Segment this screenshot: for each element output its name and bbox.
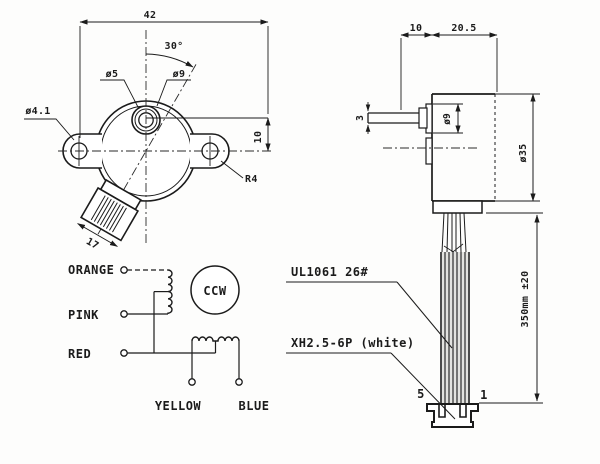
rotation-label: CCW xyxy=(203,284,226,298)
wire-label-orange: ORANGE xyxy=(68,263,114,277)
schematic-wires xyxy=(127,269,240,379)
dim-group-offset: 10 xyxy=(253,117,271,152)
coil-b xyxy=(191,336,240,342)
wire-label-pink: PINK xyxy=(68,308,99,322)
rotation-circle xyxy=(190,265,240,315)
dim-group-boss-dia: ø9 xyxy=(433,103,463,134)
svg-text:XH2.5-6P (white): XH2.5-6P (white) xyxy=(291,336,415,350)
motor-body-side xyxy=(383,93,540,214)
ribbon-hatch xyxy=(90,195,127,233)
dim-angle: 30° xyxy=(165,41,184,52)
shaft-collar xyxy=(418,107,428,129)
label-boss-dia: ø9 xyxy=(156,69,191,107)
wire-bundle xyxy=(440,252,470,408)
svg-text:ø5: ø5 xyxy=(106,69,119,80)
coil-a xyxy=(167,269,173,314)
xh-connector xyxy=(426,403,479,428)
label-ear-radius: R4 xyxy=(220,160,258,185)
side-view: 10 20.5 3 xyxy=(355,23,540,214)
boss-ring-circle xyxy=(134,108,158,132)
terminal-yellow xyxy=(188,378,196,386)
dim-group-width: 42 xyxy=(79,10,269,138)
shaft-side xyxy=(367,103,433,134)
dim-group-cable-length: 350mm ±20 xyxy=(479,212,543,404)
terminal-orange xyxy=(120,266,128,274)
dim-group-body-dia: ø35 xyxy=(518,93,536,202)
label-wire-spec: UL1061 26# xyxy=(286,265,453,349)
terminals xyxy=(120,266,243,386)
wire-label-red: RED xyxy=(68,347,91,361)
dim-group-shaft-dia: 3 xyxy=(355,102,371,134)
pin-1-label: 1 xyxy=(480,388,488,402)
dim-body-dia: ø35 xyxy=(518,144,529,163)
connector-tab-group: 17 xyxy=(77,64,197,252)
terminal-red xyxy=(120,349,128,357)
dim-boss-dia-side: ø9 xyxy=(442,113,453,125)
terminal-blue xyxy=(235,378,243,386)
wire-label-yellow: YELLOW xyxy=(155,399,202,413)
dim-offset: 10 xyxy=(253,131,264,144)
rotation-indicator: CCW xyxy=(190,265,240,315)
front-view: 17 42 10 30° xyxy=(24,10,272,252)
dim-tab-width: 17 xyxy=(84,236,100,252)
label-connector-spec: XH2.5-6P (white) xyxy=(286,336,456,420)
svg-text:ø9: ø9 xyxy=(173,69,186,80)
dim-cable-length: 350mm ±20 xyxy=(520,271,531,328)
terminal-pink xyxy=(120,310,128,318)
dim-width: 42 xyxy=(144,10,157,21)
wire-exit-cap xyxy=(432,200,483,214)
pin-5-label: 5 xyxy=(417,387,425,401)
svg-text:UL1061 26#: UL1061 26# xyxy=(291,265,369,279)
ear-edge xyxy=(425,137,433,165)
dim-boss-depth: 10 xyxy=(410,23,423,34)
dim-group-angle: 30° xyxy=(145,41,194,68)
dim-shaft-dia: 3 xyxy=(355,115,366,121)
label-shaft-dia: ø5 xyxy=(100,69,140,110)
wire-label-blue: BLUE xyxy=(239,399,270,413)
wire-fan xyxy=(441,212,467,259)
wiring-schematic: ORANGE PINK RED YELLOW BLUE xyxy=(68,263,269,413)
dim-line-tab-width xyxy=(77,223,118,247)
angled-centerline xyxy=(97,64,197,235)
svg-text:R4: R4 xyxy=(245,174,258,185)
label-hole-dia: ø4.1 xyxy=(24,106,75,141)
cable-drawing: 350mm ±20 5 1 UL1061 26# XH2.5-6P (white… xyxy=(286,212,543,428)
svg-text:ø4.1: ø4.1 xyxy=(25,106,50,117)
dim-group-lengths: 10 20.5 xyxy=(400,23,498,110)
dim-body-length: 20.5 xyxy=(451,23,476,34)
